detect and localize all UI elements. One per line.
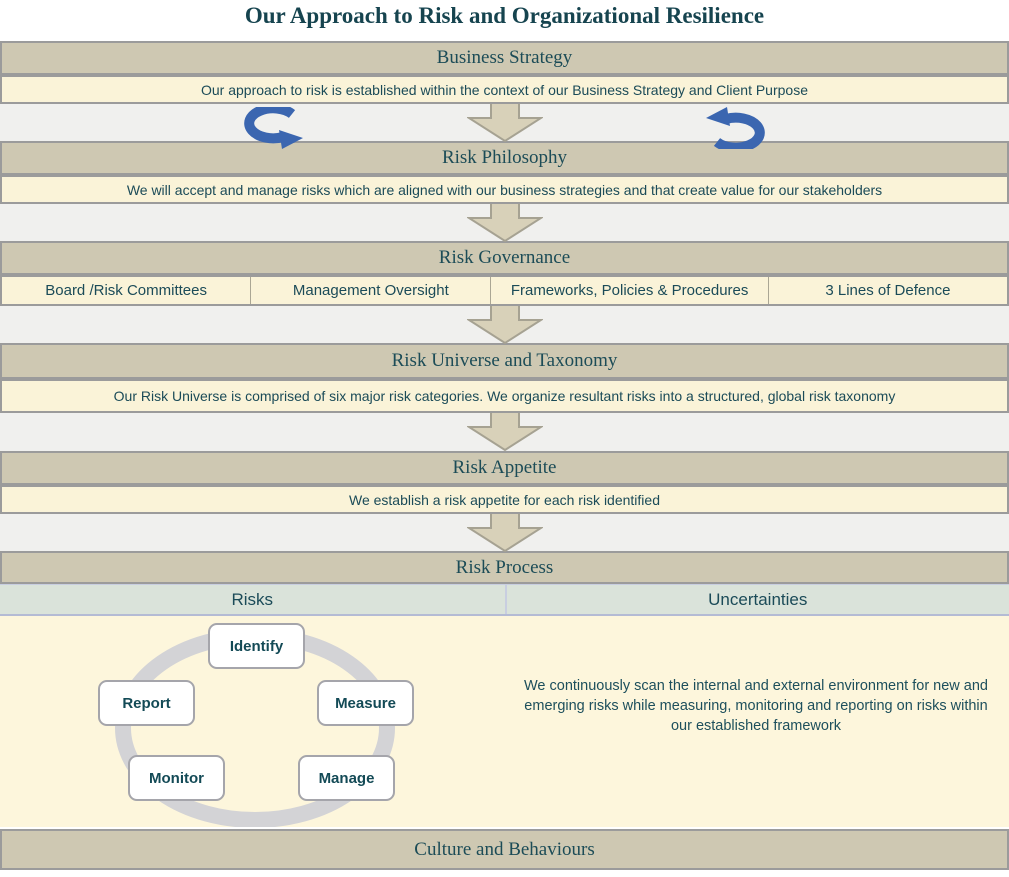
- section-risk-universe-description: Our Risk Universe is comprised of six ma…: [0, 379, 1009, 413]
- section-title: Culture and Behaviours: [414, 838, 595, 860]
- governance-cell-3-lines-of-defence: 3 Lines of Defence: [767, 277, 1007, 304]
- section-title: Business Strategy: [436, 47, 573, 68]
- section-description-text: We will accept and manage risks which ar…: [126, 181, 883, 198]
- section-description-text: Our approach to risk is established with…: [201, 81, 808, 98]
- governance-cell-management-oversight: Management Oversight: [250, 277, 490, 304]
- section-risk-universe-header: Risk Universe and Taxonomy: [0, 343, 1009, 379]
- risks-column-header: Risks: [231, 589, 274, 609]
- section-risk-philosophy-description: We will accept and manage risks which ar…: [0, 175, 1009, 204]
- section-business-strategy-header: Business Strategy: [0, 41, 1009, 75]
- curved-cycle-arrow-left-icon: [243, 103, 309, 154]
- cycle-step-manage: Manage: [298, 755, 395, 801]
- down-arrow-icon: [465, 302, 544, 349]
- section-description-text: We establish a risk appetite for each ri…: [348, 491, 660, 508]
- risk-process-subheaders: Risks Uncertainties: [0, 584, 1009, 616]
- down-arrow-icon: [465, 200, 544, 247]
- cycle-step-identify: Identify: [208, 623, 305, 669]
- risk-process-content: Identify Measure Report Monitor Manage W…: [0, 616, 1009, 828]
- cycle-step-measure: Measure: [317, 680, 414, 726]
- uncertainties-panel: We continuously scan the internal and ex…: [503, 616, 1009, 827]
- section-title: Risk Universe and Taxonomy: [391, 350, 618, 371]
- cycle-step-monitor: Monitor: [128, 755, 225, 801]
- uncertainties-column-header: Uncertainties: [504, 585, 1009, 614]
- section-risk-governance-header: Risk Governance: [0, 241, 1009, 275]
- down-arrow-icon: [465, 510, 544, 557]
- cycle-step-report: Report: [98, 680, 195, 726]
- connector-row-1: [0, 100, 1009, 153]
- section-title: Risk Governance: [438, 247, 571, 268]
- governance-cell-board-risk-committees: Board /Risk Committees: [45, 282, 207, 299]
- section-risk-appetite-description: We establish a risk appetite for each ri…: [0, 485, 1009, 514]
- connector-row-2: [0, 200, 1009, 243]
- section-description-text: Our Risk Universe is comprised of six ma…: [113, 388, 896, 404]
- section-culture-and-behaviours: Culture and Behaviours: [0, 829, 1009, 870]
- section-title: Risk Appetite: [452, 457, 557, 478]
- risk-cycle-diagram: Identify Measure Report Monitor Manage: [0, 616, 503, 828]
- down-arrow-icon: [465, 409, 544, 456]
- connector-row-4: [0, 409, 1009, 452]
- section-risk-philosophy-header: Risk Philosophy: [0, 141, 1009, 175]
- page-title: Our Approach to Risk and Organizational …: [244, 3, 765, 28]
- connector-row-3: [0, 302, 1009, 345]
- uncertainties-description: We continuously scan the internal and ex…: [523, 678, 988, 734]
- section-title: Risk Philosophy: [441, 147, 568, 168]
- connector-row-5: [0, 510, 1009, 553]
- risk-governance-columns: Board /Risk Committees Management Oversi…: [0, 275, 1009, 306]
- curved-cycle-arrow-right-icon: [700, 107, 766, 154]
- section-risk-process-header: Risk Process: [0, 551, 1009, 584]
- governance-cell-frameworks-policies-procedures: Frameworks, Policies & Procedures: [490, 277, 767, 304]
- down-arrow-icon: [465, 100, 544, 147]
- section-title: Risk Process: [455, 556, 554, 578]
- section-risk-appetite-header: Risk Appetite: [0, 451, 1009, 485]
- section-business-strategy-description: Our approach to risk is established with…: [0, 75, 1009, 104]
